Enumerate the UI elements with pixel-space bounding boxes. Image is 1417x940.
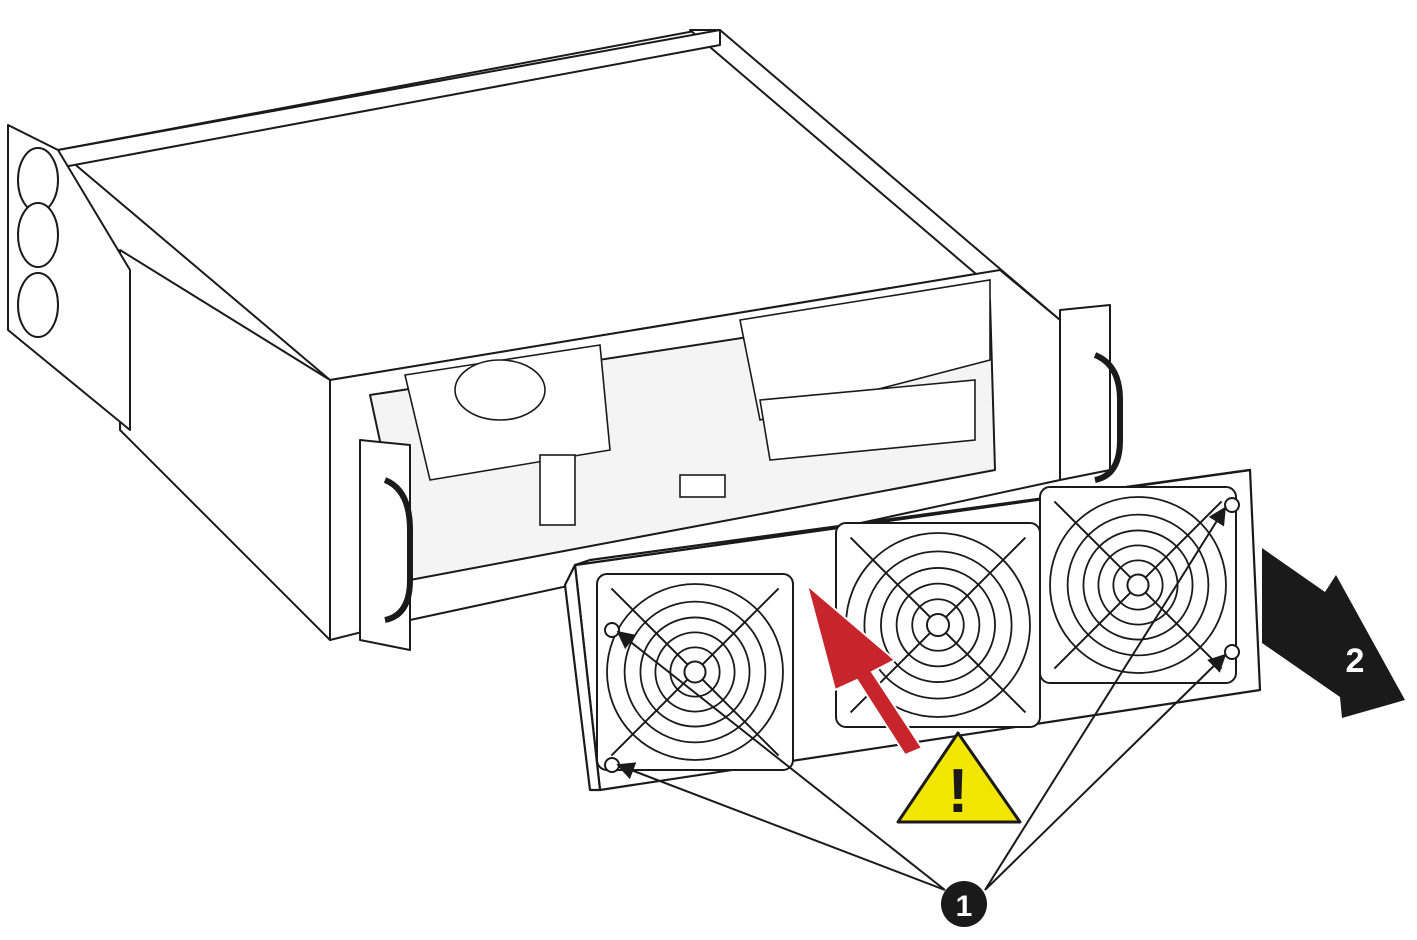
screw (1224, 497, 1240, 513)
fan-ring (669, 646, 721, 698)
fan-ring (911, 598, 965, 652)
internal-components (404, 279, 991, 526)
screw (604, 757, 620, 773)
screw (1224, 644, 1240, 660)
pull-direction-label: 2 (1346, 642, 1365, 680)
warning-symbol: ! (948, 757, 969, 826)
pull-arrow (1262, 548, 1405, 718)
leader-line (984, 653, 1227, 891)
rack-ear-right (1059, 304, 1111, 481)
warning-triangle-icon: ! (896, 731, 1022, 826)
fan-ring (1049, 496, 1227, 674)
internal-fan-rotor (454, 359, 546, 421)
leader-line (616, 630, 946, 891)
fan-ring (880, 567, 996, 683)
screw-leader-lines (616, 506, 1227, 891)
fan-hub (925, 612, 951, 638)
connector-block (679, 474, 726, 498)
rack-ear-hole (17, 202, 59, 268)
fan-ring (895, 582, 981, 668)
leader-line (616, 762, 946, 891)
fan-hub (1126, 573, 1150, 597)
screw (604, 622, 620, 638)
fan-ring (1112, 559, 1164, 611)
fan-grille (596, 573, 794, 771)
power-supply-bracket (739, 279, 991, 421)
screws (604, 497, 1240, 773)
fans (596, 486, 1237, 771)
rack-handle-right (1093, 352, 1123, 483)
fan-ring (654, 631, 736, 713)
leader-line (984, 506, 1226, 891)
pointer-arrow-icon (805, 582, 924, 757)
connector-block (539, 454, 576, 526)
red-pointer-arrow (805, 582, 924, 757)
fan-ring (606, 583, 784, 761)
screw-callout: 1 (941, 881, 987, 927)
circuit-board (759, 379, 976, 461)
fan-grille (1039, 486, 1237, 684)
fan-ring (1082, 529, 1194, 641)
fan-module-side (563, 563, 602, 792)
rack-ear-details (17, 147, 1123, 623)
fan-ring (639, 616, 751, 728)
fan-module-top-edge (573, 468, 1252, 567)
pull-arrow-icon: 2 (1262, 548, 1405, 718)
rack-ear-hole (17, 272, 59, 338)
fan-ring (623, 600, 767, 744)
fan-ring (863, 550, 1013, 700)
fan-hub (683, 660, 707, 684)
callout-number: 1 (956, 890, 973, 923)
fan-ring (1066, 513, 1210, 657)
callout-circle (941, 881, 987, 927)
rack-handle-left (383, 477, 413, 623)
